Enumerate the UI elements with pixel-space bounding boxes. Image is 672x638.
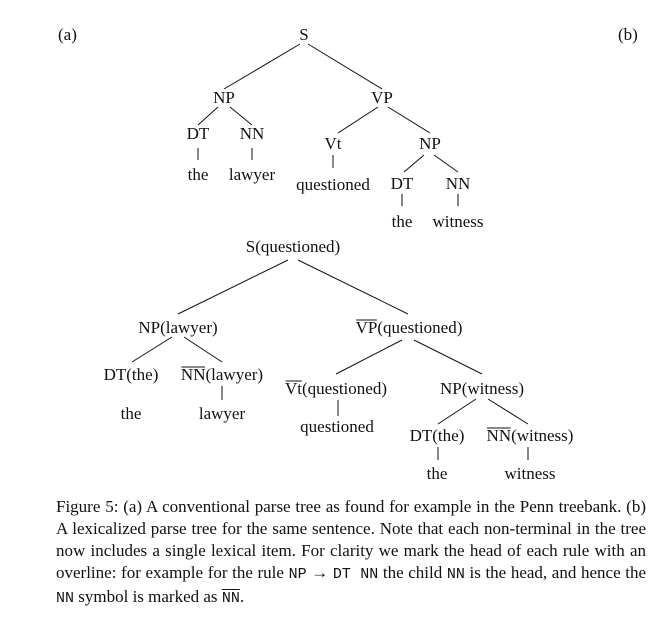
- figure-caption: Figure 5: (a) A conventional parse tree …: [56, 496, 646, 610]
- caption-text-5: .: [239, 587, 245, 606]
- caption-text-4: symbol is marked as: [74, 587, 222, 606]
- tree-a-node-NP: NP: [213, 88, 235, 107]
- tree-a-word-the: the: [188, 165, 209, 184]
- tree-b-edges: [131, 259, 529, 460]
- head-overlines: [181, 319, 511, 429]
- tree-b-node-NN-word: (lawyer): [205, 365, 263, 384]
- caption-arrow: →: [311, 563, 329, 582]
- tree-b-node-NN2: NN(witness): [487, 426, 574, 445]
- tree-b-node-S: S(questioned): [246, 237, 340, 256]
- tree-a-node-S: S: [299, 25, 308, 44]
- tree-b-node-NN2-head: NN: [487, 426, 512, 445]
- tree-b-word-the2: the: [427, 464, 448, 483]
- caption-text-1: Figure 5: (a) A conventional parse tree …: [56, 497, 646, 582]
- label-a: (a): [58, 25, 77, 44]
- tree-a-edges: [197, 43, 459, 206]
- tree-b-word-questioned: questioned: [300, 417, 374, 436]
- tree-a-node-Vt: Vt: [325, 134, 342, 153]
- caption-marked-symbol: NN: [221, 590, 240, 607]
- tree-a-node-NN2: NN: [446, 174, 471, 193]
- caption-symbol: NN: [56, 590, 75, 607]
- tree-a-node-NP2: NP: [419, 134, 441, 153]
- tree-a-node-VP: VP: [371, 88, 393, 107]
- tree-b-nodes: S(questioned) NP(lawyer) VP(questioned) …: [104, 237, 574, 483]
- tree-b-node-VP-word: (questioned): [377, 318, 462, 337]
- tree-b-node-Vt-head: Vt: [285, 379, 302, 398]
- caption-rule-rhs: DT NN: [332, 566, 379, 583]
- tree-b-node-VP-head: VP: [356, 318, 378, 337]
- tree-b-node-NN-head: NN: [181, 365, 206, 384]
- tree-a-nodes: S NP VP DT NN the lawyer Vt NP questione…: [187, 25, 484, 231]
- tree-b-node-Vt: Vt(questioned): [285, 379, 387, 398]
- tree-b-word-lawyer: lawyer: [199, 404, 246, 423]
- tree-a-node-DT: DT: [187, 124, 210, 143]
- tree-b-node-DT: DT(the): [104, 365, 159, 384]
- label-b: (b): [618, 25, 638, 44]
- caption-rule-lhs: NP: [288, 566, 307, 583]
- tree-b-node-Vt-word: (questioned): [302, 379, 387, 398]
- tree-b-node-NN: NN(lawyer): [181, 365, 263, 384]
- tree-a-word-the2: the: [392, 212, 413, 231]
- parse-tree-figure: (a) (b) S NP VP DT NN the lawyer Vt NP q…: [58, 25, 638, 483]
- caption-text-2: the child: [378, 563, 447, 582]
- tree-b-node-NP2: NP(witness): [440, 379, 524, 398]
- tree-b-word-witness: witness: [505, 464, 556, 483]
- tree-a-node-NN: NN: [240, 124, 265, 143]
- tree-a-word-witness: witness: [433, 212, 484, 231]
- tree-b-node-NP: NP(lawyer): [138, 318, 217, 337]
- caption-child: NN: [446, 566, 465, 583]
- tree-b-node-NN2-word: (witness): [511, 426, 573, 445]
- tree-a-node-DT2: DT: [391, 174, 414, 193]
- tree-b-node-DT2: DT(the): [410, 426, 465, 445]
- tree-b-node-VP: VP(questioned): [356, 318, 463, 337]
- tree-b-word-the: the: [121, 404, 142, 423]
- tree-a-word-questioned: questioned: [296, 175, 370, 194]
- tree-a-word-lawyer: lawyer: [229, 165, 276, 184]
- caption-text-3: is the head, and hence the: [464, 563, 646, 582]
